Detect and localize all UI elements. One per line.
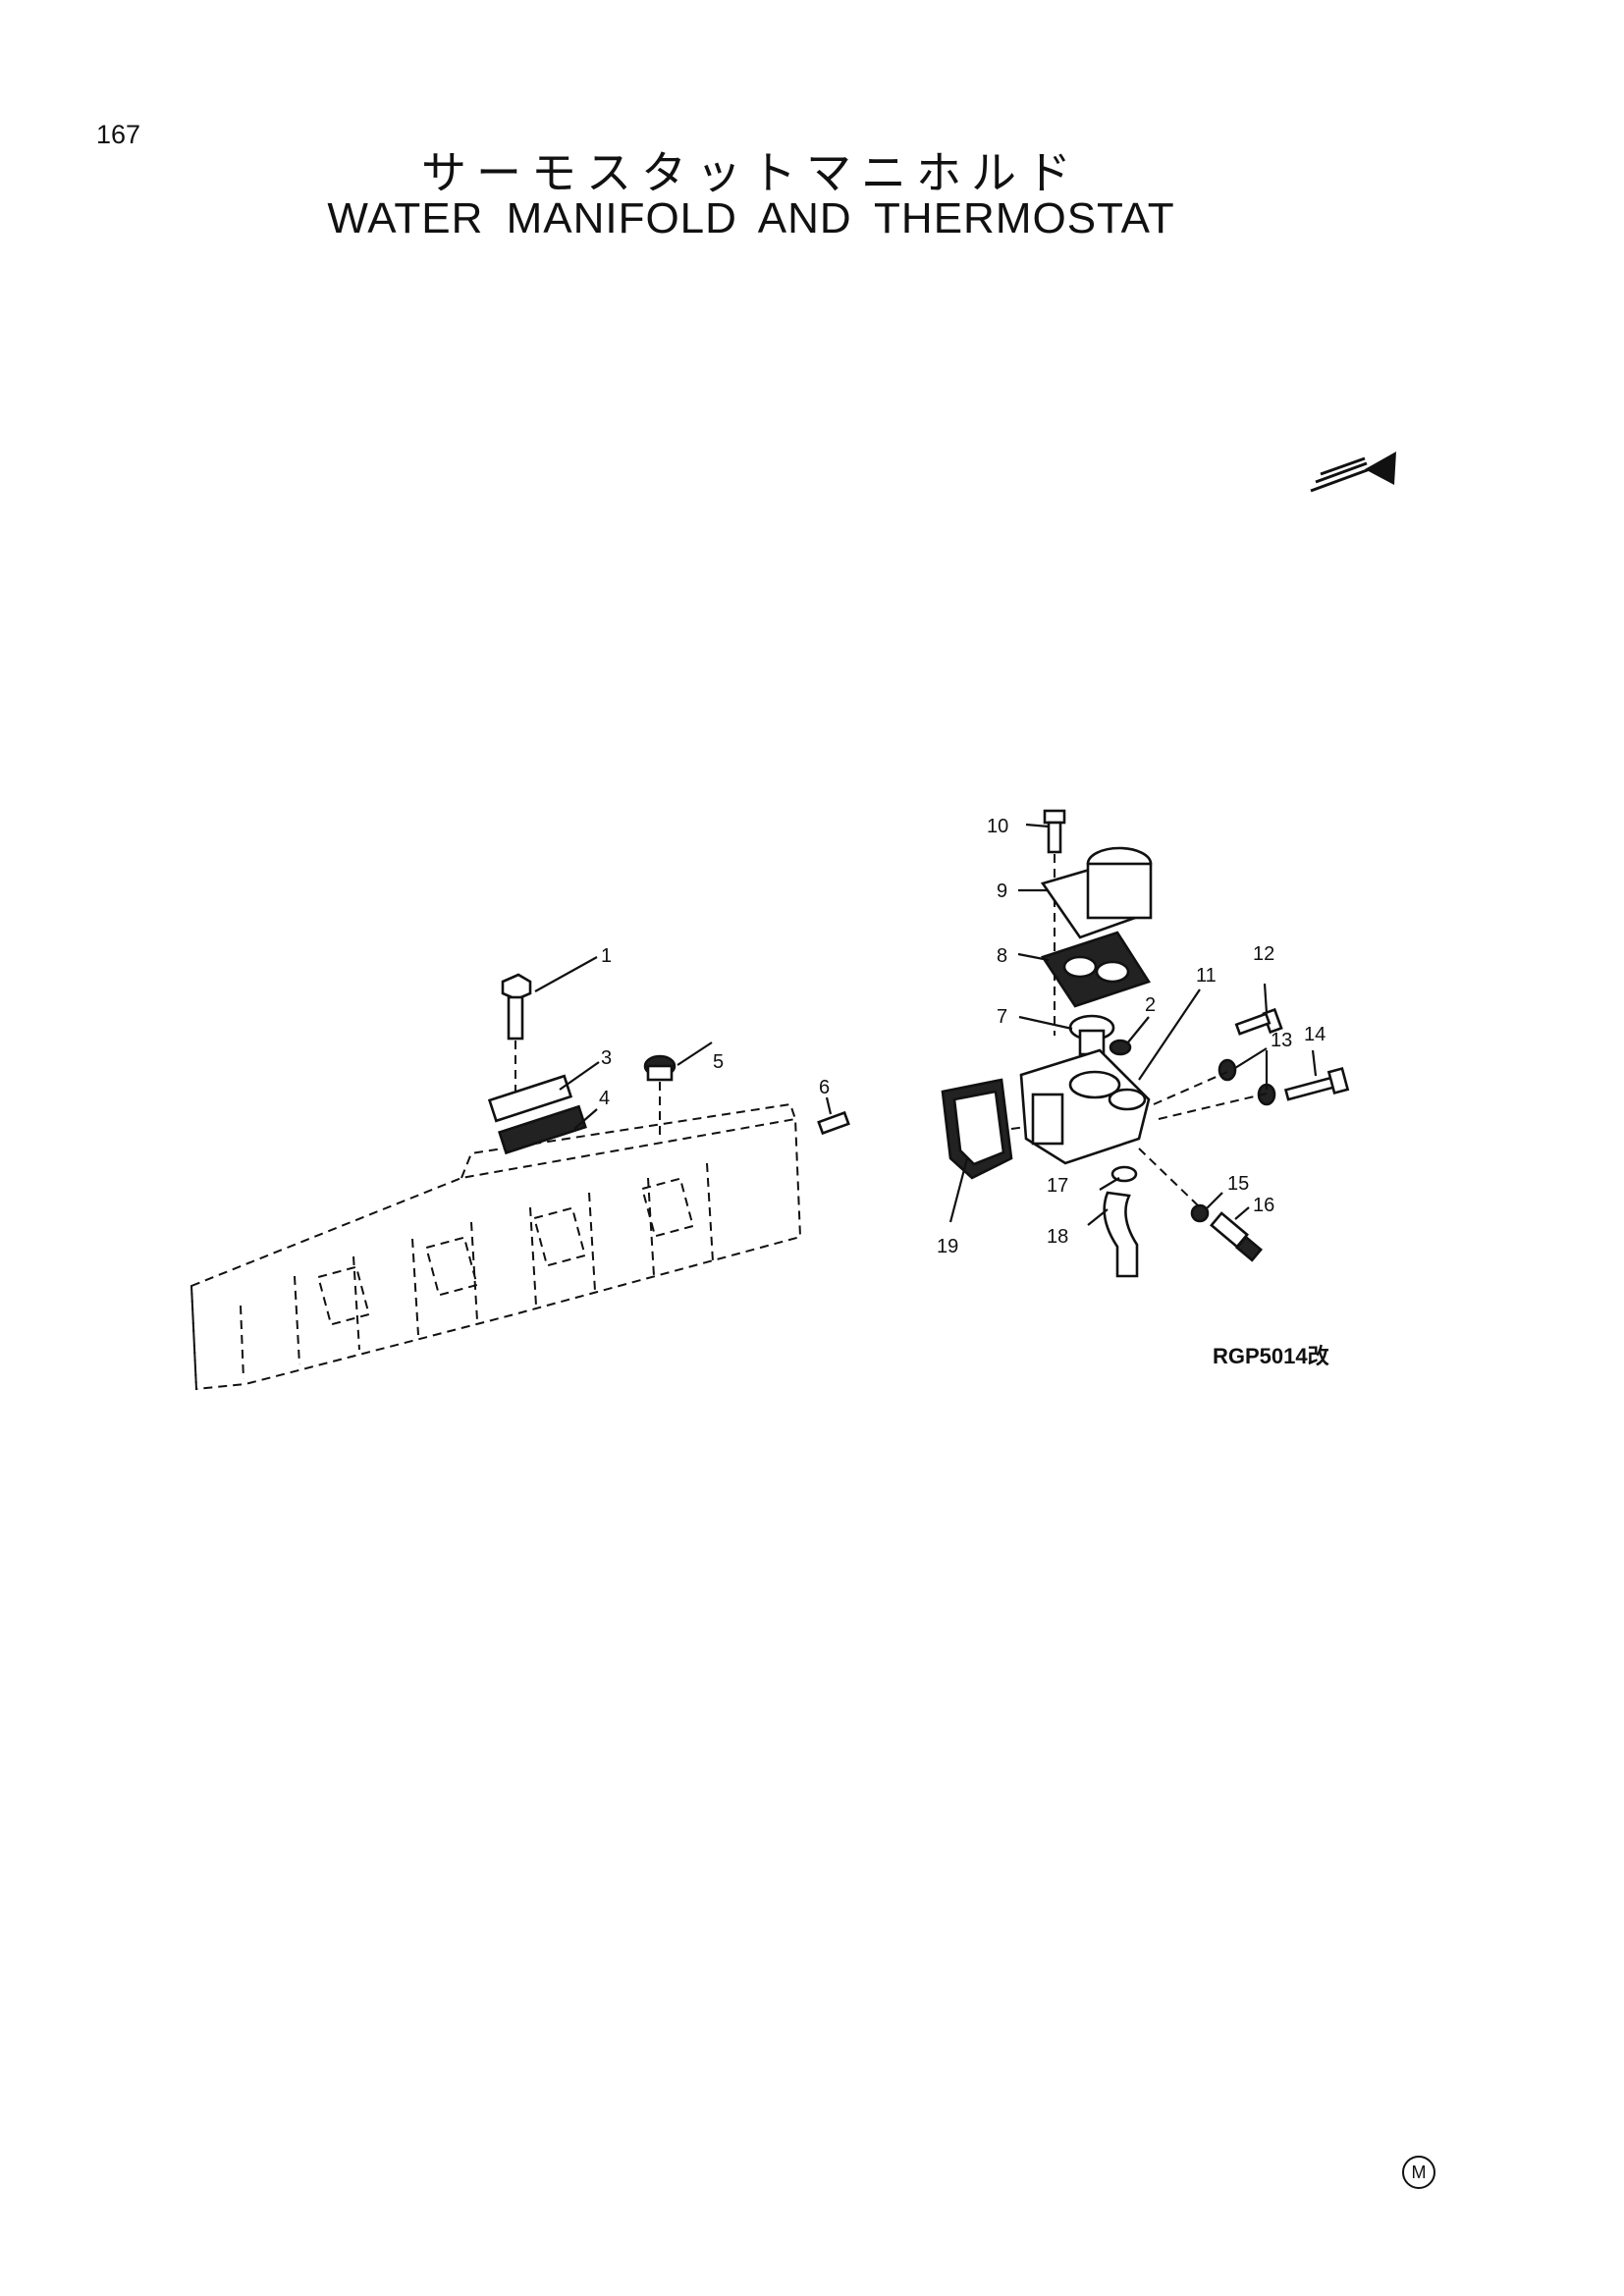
page-number: 167 [96, 120, 141, 149]
callout-14: 14 [1304, 1024, 1326, 1045]
callout-5: 5 [713, 1051, 724, 1073]
bolt-1 [501, 973, 532, 1041]
plate-3 [487, 1074, 573, 1123]
cylinder-head-outline [189, 1102, 802, 1391]
dowel-6 [817, 1110, 850, 1136]
callout-labels: 1 2 3 4 5 6 7 8 9 10 11 12 13 14 15 16 1… [599, 816, 1326, 1257]
hose-18 [1103, 1191, 1139, 1278]
page-title-japanese: サーモスタットマニホルド [421, 146, 1081, 199]
seal-2 [1109, 1039, 1132, 1056]
callout-13: 13 [1271, 1030, 1292, 1051]
circled-m-mark: M [1402, 2156, 1435, 2189]
callout-15: 15 [1227, 1173, 1249, 1195]
callout-17: 17 [1047, 1175, 1068, 1197]
callout-19: 19 [937, 1236, 958, 1257]
callout-12: 12 [1253, 943, 1274, 965]
sensor-16 [1210, 1211, 1263, 1262]
gasket-4 [498, 1104, 587, 1155]
gasket-8 [1040, 931, 1151, 1008]
washer-15 [1190, 1203, 1210, 1223]
thermostat-7 [1068, 1014, 1115, 1056]
callout-18: 18 [1047, 1226, 1068, 1248]
callout-2: 2 [1145, 994, 1156, 1016]
plug-5 [643, 1054, 677, 1082]
bolt-14 [1283, 1066, 1350, 1101]
callout-leaders [534, 823, 1318, 1226]
callout-7: 7 [997, 1006, 1007, 1028]
callout-1: 1 [601, 945, 612, 967]
callout-4: 4 [599, 1088, 610, 1109]
bolt-12 [1234, 1007, 1283, 1036]
callout-3: 3 [601, 1047, 612, 1069]
bolt-10 [1043, 809, 1066, 854]
washer-13a [1218, 1058, 1237, 1082]
callout-6: 6 [819, 1077, 830, 1098]
callout-9: 9 [997, 881, 1007, 902]
callout-11: 11 [1196, 965, 1217, 987]
figure-code: RGP5014改 [1213, 1344, 1329, 1368]
thermostat-cover-9 [1040, 846, 1153, 939]
callout-16: 16 [1253, 1195, 1274, 1216]
page-title-english: WATER MANIFOLD AND THERMOSTAT [327, 194, 1175, 242]
callout-8: 8 [997, 945, 1007, 967]
callout-10: 10 [987, 816, 1008, 837]
front-direction-arrow-icon [1310, 452, 1396, 493]
manifold-housing-11 [1019, 1048, 1151, 1165]
